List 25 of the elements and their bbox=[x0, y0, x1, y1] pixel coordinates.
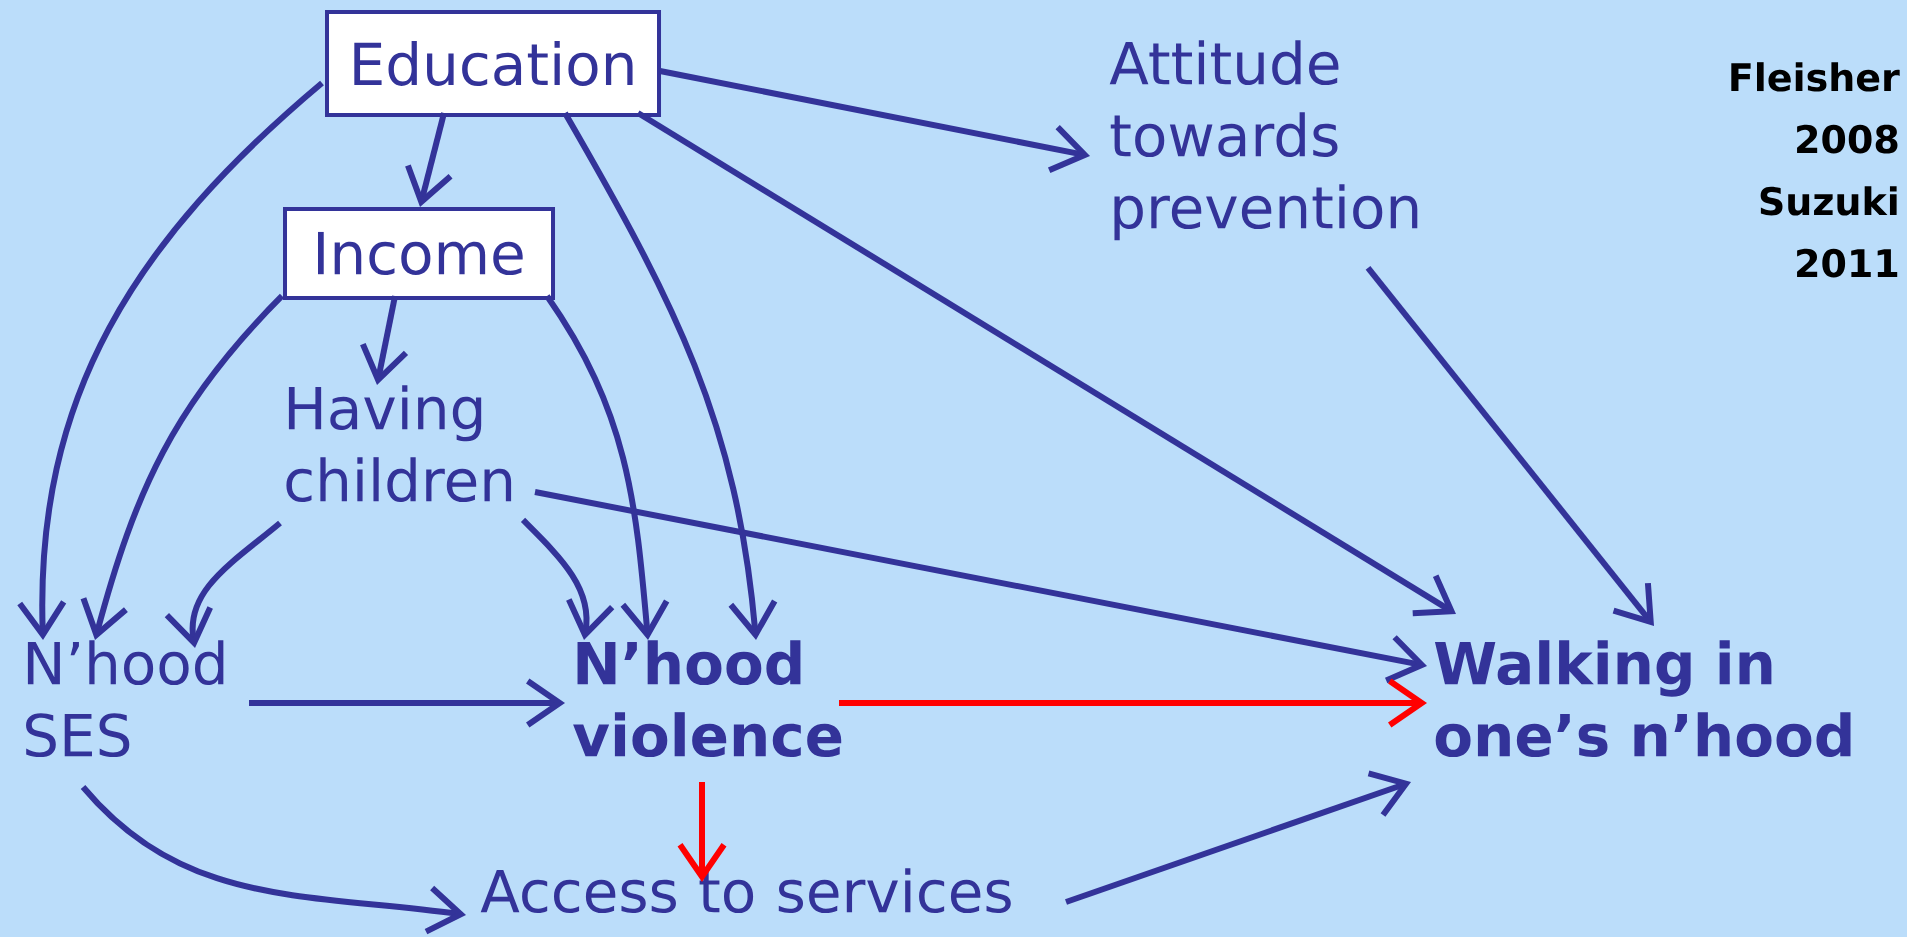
arrow bbox=[839, 678, 1427, 728]
factor-label: N’hood violence bbox=[573, 640, 842, 758]
arrow bbox=[520, 517, 615, 640]
factor-box: Education bbox=[325, 10, 661, 117]
arrow bbox=[562, 111, 778, 640]
factor-label: Having children bbox=[286, 385, 512, 503]
factor-label: Attitude towards prevention bbox=[1109, 40, 1418, 241]
citation: Suzuki 2011 bbox=[1760, 186, 1898, 278]
arrow bbox=[17, 80, 324, 640]
arrow bbox=[636, 110, 1456, 617]
arrow bbox=[1065, 770, 1411, 905]
arrow bbox=[534, 489, 1427, 684]
arrow bbox=[1365, 266, 1654, 626]
factor-label: Walking in one’s n’hood bbox=[1434, 640, 1851, 758]
arrow bbox=[659, 68, 1090, 174]
arrow bbox=[80, 784, 466, 935]
arrow bbox=[164, 520, 282, 648]
arrow bbox=[544, 294, 670, 640]
citation: Fleisher 2008 bbox=[1731, 62, 1900, 154]
factor-box: Income bbox=[283, 207, 555, 300]
arrow bbox=[249, 678, 565, 728]
arrow bbox=[405, 112, 453, 207]
factor-label: N’hood SES bbox=[26, 640, 224, 758]
arrow bbox=[80, 293, 285, 640]
factor-label: Access to services bbox=[480, 868, 1011, 914]
